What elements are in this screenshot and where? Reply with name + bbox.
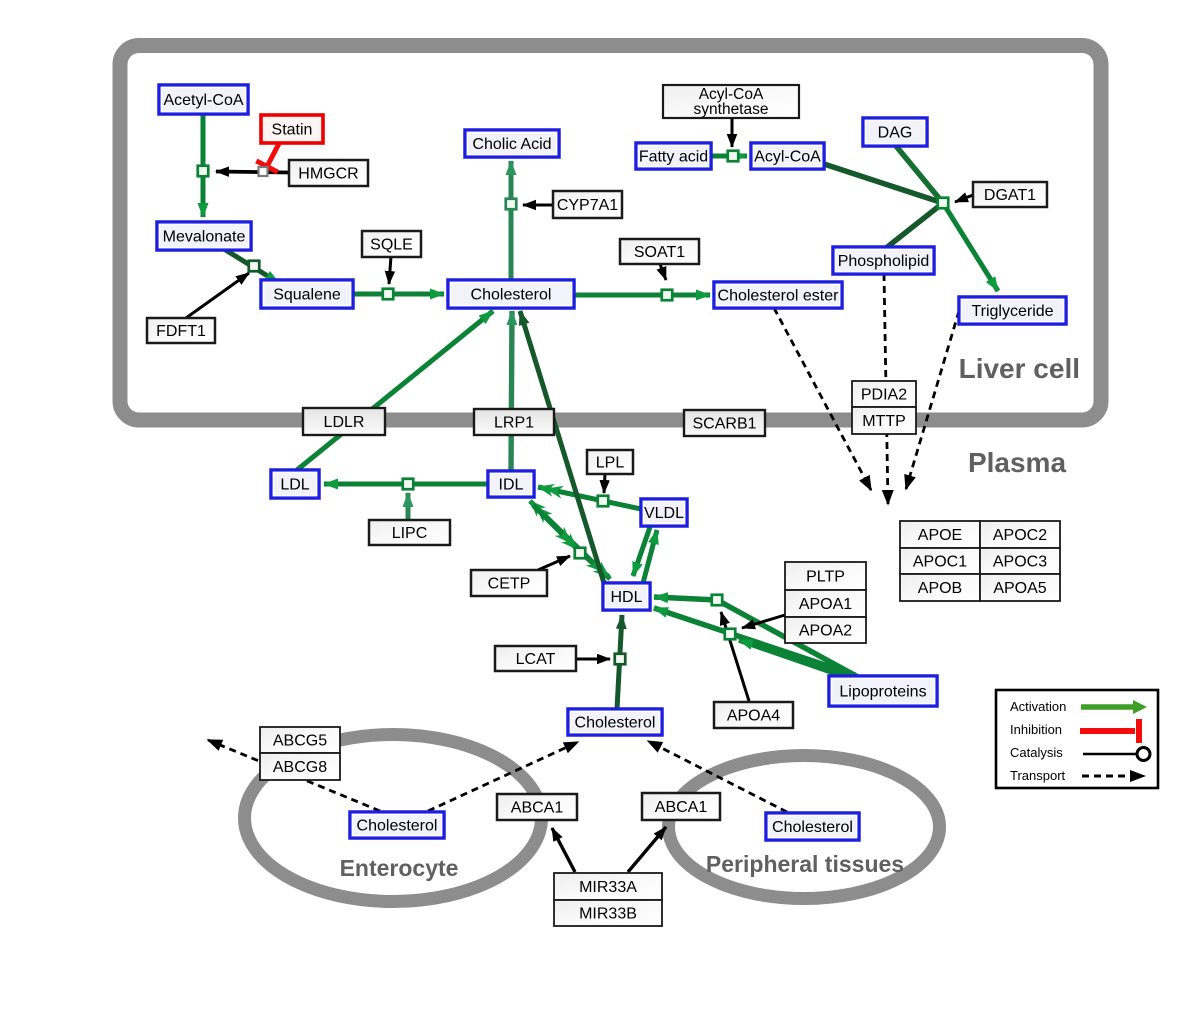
svg-text:Plasma: Plasma: [968, 447, 1066, 478]
svg-text:Triglyceride: Triglyceride: [971, 303, 1053, 320]
svg-text:Cholesterol: Cholesterol: [357, 817, 438, 834]
svg-text:Cholic Acid: Cholic Acid: [472, 136, 551, 153]
svg-text:LIPC: LIPC: [392, 525, 428, 542]
svg-text:Peripheral tissues: Peripheral tissues: [706, 851, 904, 877]
svg-text:APOA1: APOA1: [799, 596, 852, 613]
svg-text:MIR33B: MIR33B: [579, 905, 637, 922]
svg-text:DAG: DAG: [878, 124, 913, 141]
svg-text:ABCA1: ABCA1: [655, 799, 708, 816]
svg-text:MIR33A: MIR33A: [579, 879, 637, 896]
svg-text:ABCG8: ABCG8: [273, 759, 327, 776]
svg-text:IDL: IDL: [499, 476, 524, 493]
svg-text:LPL: LPL: [596, 454, 625, 471]
svg-text:SQLE: SQLE: [370, 236, 413, 253]
svg-text:CYP7A1: CYP7A1: [557, 197, 618, 214]
svg-text:APOE: APOE: [918, 527, 962, 544]
svg-text:APOB: APOB: [918, 580, 962, 597]
svg-text:Phospholipid: Phospholipid: [838, 253, 930, 270]
svg-text:ABCG5: ABCG5: [273, 732, 327, 749]
svg-text:Inhibition: Inhibition: [1010, 722, 1062, 737]
svg-text:Transport: Transport: [1010, 768, 1066, 783]
svg-text:Statin: Statin: [272, 121, 313, 138]
svg-text:synthetase: synthetase: [694, 101, 769, 118]
svg-text:SOAT1: SOAT1: [634, 244, 685, 261]
svg-text:VLDL: VLDL: [644, 505, 684, 522]
svg-text:LCAT: LCAT: [516, 651, 556, 668]
svg-text:Liver cell: Liver cell: [959, 353, 1080, 384]
svg-text:APOC3: APOC3: [993, 553, 1047, 570]
svg-text:APOA4: APOA4: [727, 707, 780, 724]
svg-text:Catalysis: Catalysis: [1010, 745, 1063, 760]
svg-text:FDFT1: FDFT1: [156, 323, 206, 340]
svg-text:Cholesterol: Cholesterol: [471, 286, 552, 303]
svg-text:Acetyl-CoA: Acetyl-CoA: [163, 92, 243, 109]
svg-text:CETP: CETP: [488, 575, 531, 592]
svg-text:DGAT1: DGAT1: [984, 187, 1036, 204]
svg-text:APOA2: APOA2: [799, 622, 852, 639]
svg-text:LRP1: LRP1: [494, 414, 534, 431]
svg-text:Squalene: Squalene: [273, 286, 341, 303]
svg-text:APOA5: APOA5: [993, 580, 1046, 597]
svg-text:PLTP: PLTP: [806, 568, 845, 585]
svg-text:LDLR: LDLR: [324, 414, 365, 431]
svg-text:Cholesterol ester: Cholesterol ester: [718, 287, 840, 304]
svg-text:APOC2: APOC2: [993, 527, 1047, 544]
svg-text:APOC1: APOC1: [913, 553, 967, 570]
svg-text:ABCA1: ABCA1: [511, 799, 564, 816]
svg-text:SCARB1: SCARB1: [692, 415, 756, 432]
svg-text:Fatty acid: Fatty acid: [639, 148, 708, 165]
svg-text:Acyl-CoA: Acyl-CoA: [754, 148, 821, 165]
svg-text:Acyl-CoA: Acyl-CoA: [699, 86, 764, 103]
svg-text:MTTP: MTTP: [862, 413, 906, 430]
svg-text:HDL: HDL: [610, 589, 642, 606]
svg-text:Cholesterol: Cholesterol: [575, 714, 656, 731]
svg-text:LDL: LDL: [280, 476, 309, 493]
svg-text:PDIA2: PDIA2: [861, 386, 907, 403]
svg-text:Cholesterol: Cholesterol: [772, 819, 853, 836]
svg-text:Enterocyte: Enterocyte: [340, 855, 459, 881]
svg-text:Mevalonate: Mevalonate: [163, 228, 246, 245]
svg-text:Lipoproteins: Lipoproteins: [839, 683, 926, 700]
svg-text:HMGCR: HMGCR: [298, 165, 358, 182]
svg-text:Activation: Activation: [1010, 699, 1066, 714]
